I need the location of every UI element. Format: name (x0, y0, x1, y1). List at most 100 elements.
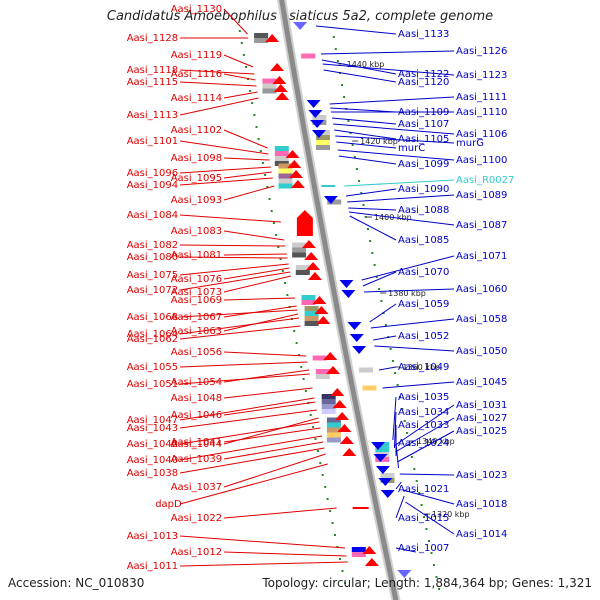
ruler-label: 1340 kbp (417, 437, 455, 446)
reverse-gene-label: Aasi_1081 (171, 250, 222, 261)
reverse-gene-arrow (273, 84, 288, 92)
forward-gene-label: murC (398, 143, 425, 154)
left-feature-block (321, 394, 336, 399)
ruler-label: 1380 kbp (388, 289, 426, 298)
right-label-leader (361, 255, 455, 281)
forward-gene-arrow (380, 490, 395, 498)
right-label-leader (333, 123, 455, 135)
forward-gene-label: Aasi_1133 (398, 29, 449, 40)
position-dot (257, 138, 260, 140)
position-dot (284, 282, 287, 284)
left-feature-block (312, 355, 327, 361)
position-dot (302, 378, 305, 380)
position-dot (428, 540, 430, 542)
reverse-gene-label: Aasi_1042 (127, 439, 178, 450)
left-feature-block (278, 173, 293, 179)
position-dot (264, 174, 267, 176)
position-dot (396, 384, 399, 386)
position-dot (321, 474, 324, 476)
reverse-gene-label: Aasi_1098 (171, 153, 222, 164)
ruler-label: 1360 kbp (402, 363, 440, 372)
left-label-leader (223, 313, 299, 332)
position-dot (343, 96, 346, 98)
reverse-gene-arrow (323, 352, 338, 360)
reverse-gene-label: Aasi_1055 (127, 362, 178, 373)
position-dot (364, 216, 367, 218)
left-label-leader (179, 263, 289, 276)
right-label-leader (347, 194, 455, 203)
reverse-gene-label: Aasi_1114 (171, 93, 222, 104)
left-feature-block (315, 374, 330, 379)
reverse-gene-label: Aasi_1072 (127, 285, 178, 296)
reverse-gene-label: Aasi_1075 (127, 270, 178, 281)
position-dot (406, 432, 409, 434)
right-label-leader (405, 501, 455, 535)
forward-gene-label: Aasi_1033 (398, 420, 449, 431)
right-label-leader (334, 129, 397, 140)
position-dot (255, 126, 258, 128)
reverse-gene-arrow (307, 272, 322, 280)
position-dot (316, 450, 319, 452)
left-feature-block (262, 78, 277, 84)
left-feature-block (301, 300, 316, 305)
forward-gene-label: Aasi_1071 (456, 251, 507, 262)
forward-gene-arrow (339, 280, 354, 288)
forward-gene-label: Aasi_1060 (456, 284, 507, 295)
reverse-gene-label: Aasi_1040 (127, 455, 178, 466)
reverse-gene-label: Aasi_1082 (127, 240, 178, 251)
position-dot (341, 84, 343, 86)
left-feature-block (262, 83, 277, 89)
position-dot (369, 240, 372, 242)
right-label-leader (323, 69, 397, 83)
left-label-leader (179, 166, 271, 174)
forward-gene-arrow (306, 100, 321, 108)
left-label-leader (179, 177, 273, 186)
left-label-leader (223, 267, 290, 280)
right-label-leader (395, 417, 455, 453)
reverse-gene-label: Aasi_1076 (171, 274, 222, 285)
forward-gene-label: Aasi_1031 (456, 400, 507, 411)
left-label-leader (223, 253, 287, 256)
left-feature-block (278, 168, 293, 174)
position-dot (353, 156, 356, 158)
forward-gene-arrow (323, 196, 338, 204)
forward-gene-label: Aasi_1100 (456, 155, 507, 166)
reverse-gene-arrow (270, 63, 285, 71)
feature-blocks (254, 33, 395, 557)
forward-gene-arrow (378, 478, 393, 486)
left-feature-block (321, 399, 336, 404)
forward-gene-label: Aasi_1007 (398, 543, 449, 554)
position-dot (360, 192, 363, 194)
reverse-gene-label: Aasi_1011 (127, 561, 178, 572)
left-feature-block (301, 295, 316, 300)
left-feature-block (295, 265, 310, 270)
position-dot (270, 210, 273, 212)
forward-gene-label: Aasi_1099 (398, 159, 449, 170)
right-label-leader (329, 96, 455, 105)
left-label-leader (223, 54, 254, 68)
position-dot (398, 396, 401, 398)
position-dot (413, 468, 416, 470)
forward-gene-arrow (293, 22, 308, 30)
left-label-leader (223, 387, 313, 399)
right-label-leader (349, 215, 397, 241)
reverse-gene-label: Aasi_1051 (127, 379, 178, 390)
right-feature-block (312, 115, 327, 120)
reverse-gene-arrow (330, 388, 345, 396)
reverse-gene-label: dapD (155, 499, 182, 510)
reverse-gene-label: Aasi_1039 (171, 454, 222, 465)
position-dot (314, 438, 317, 440)
right-label-leader (393, 411, 397, 449)
position-dot (297, 354, 300, 356)
position-dot (389, 348, 392, 350)
reverse-gene-label: Aasi_1048 (171, 393, 222, 404)
reverse-gene-arrow (285, 150, 300, 158)
right-label-leader (362, 271, 397, 287)
left-label-leader (179, 561, 348, 567)
forward-gene-arrow (349, 334, 364, 342)
left-feature-block (254, 38, 269, 43)
left-label-leader (223, 275, 292, 293)
left-feature-block (304, 316, 319, 321)
position-dot (347, 120, 350, 122)
position-dot (438, 588, 441, 590)
